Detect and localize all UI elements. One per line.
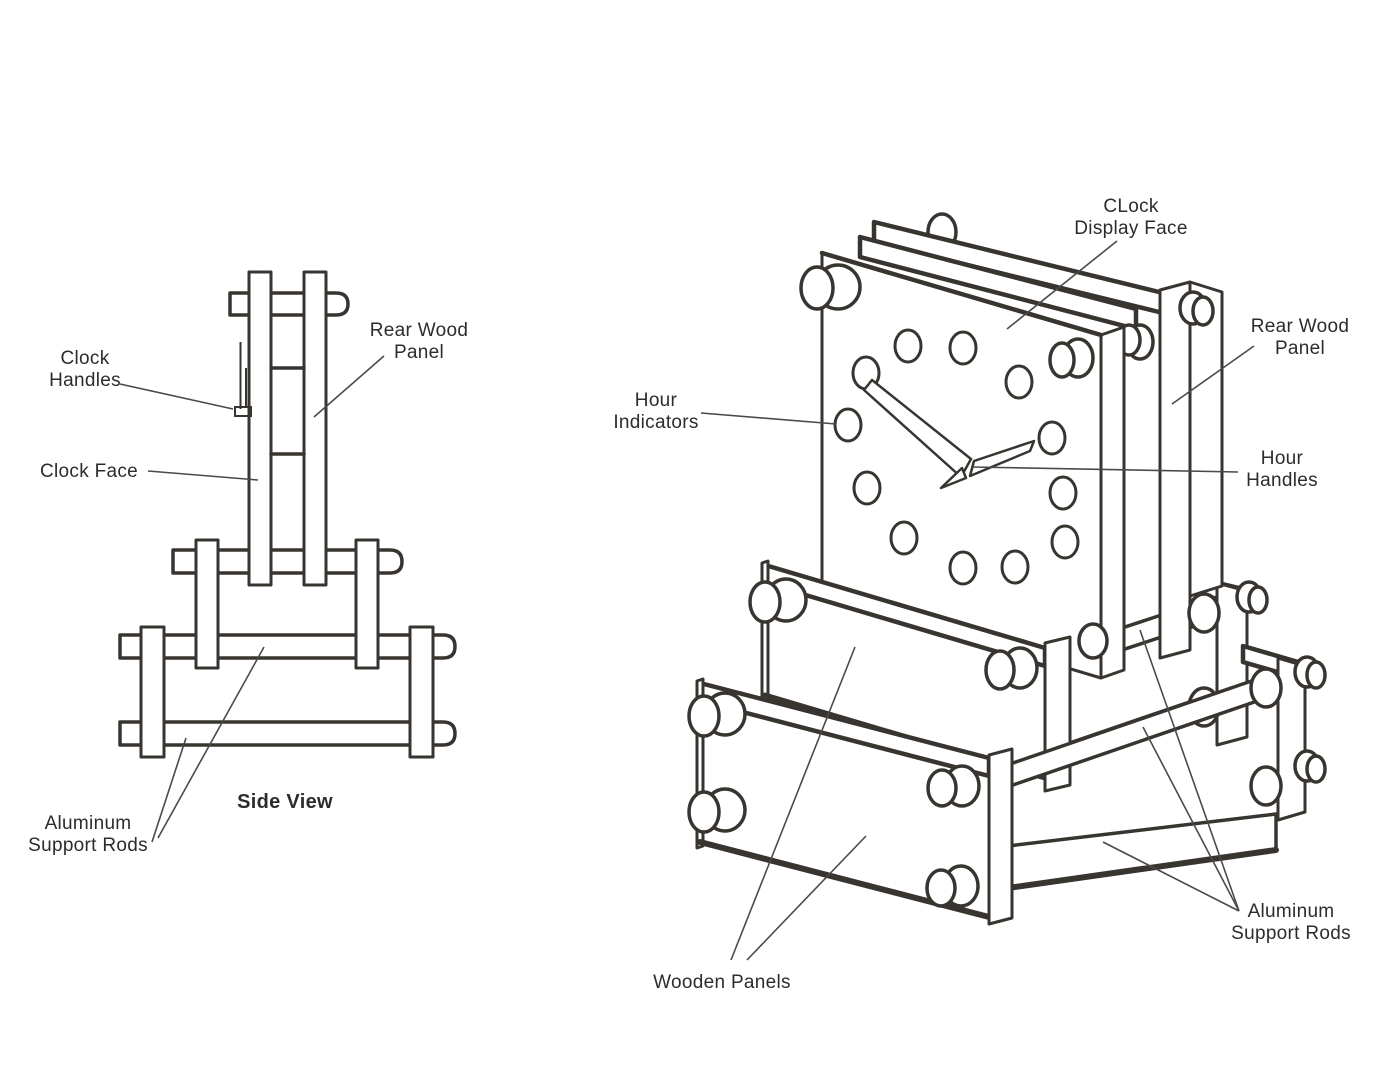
bottom-rod-2 — [118, 720, 457, 747]
label-hour-handles-line2: Handles — [1246, 470, 1318, 491]
label-display-face-line1: CLock — [1103, 196, 1159, 217]
rod-end-hump — [1187, 592, 1221, 634]
label-wooden-panels: Wooden Panels — [622, 972, 822, 994]
label-aluminum-side-line2: Support Rods — [28, 835, 148, 856]
label-rear-wood-panel-side-line1: Rear Wood — [369, 320, 469, 341]
lower-tier-front-panel — [687, 677, 1014, 926]
side-view-drawing — [118, 270, 457, 759]
face-right-rod-cap — [1048, 337, 1095, 379]
label-aluminum-side-line1: Aluminum — [44, 813, 132, 834]
label-hour-indicators-line1: Hour — [634, 390, 678, 411]
leader-wooden-panels-2 — [746, 835, 867, 961]
label-rear-wood-panel-side-line2: Panel — [393, 342, 445, 363]
label-clock-face-line1: Clock Face — [39, 461, 139, 482]
leader-hour-indicators — [700, 412, 837, 425]
leader-aluminum-3d-1 — [1139, 629, 1240, 912]
lower-rear-rod-caps — [1249, 655, 1327, 807]
hour-indicators — [833, 328, 1080, 586]
leader-rear-wood-side — [313, 355, 385, 418]
leader-clock-handles — [119, 383, 234, 410]
label-rear-wood-panel-3d: Rear Wood Panel — [1225, 316, 1375, 360]
leader-rear-wood-3d — [1171, 345, 1255, 405]
leader-aluminum-3d-2 — [1142, 726, 1240, 912]
bottom-post-left — [139, 625, 166, 759]
leader-clock-face — [147, 470, 259, 481]
rear-panel-bar — [302, 270, 328, 587]
leader-aluminum-3d-3 — [1102, 841, 1240, 912]
leader-wooden-panels-1 — [730, 646, 856, 961]
side-view-title-text: Side View — [237, 791, 333, 813]
label-hour-indicators-line2: Indicators — [613, 412, 699, 433]
label-hour-indicators: Hour Indicators — [586, 390, 726, 434]
label-display-face-line2: Display Face — [1074, 218, 1188, 239]
clock-handles-detail — [234, 342, 252, 417]
leader-aluminum-side-1 — [151, 737, 187, 843]
label-rear-wood-panel-3d-line1: Rear Wood — [1250, 316, 1350, 337]
label-wooden-panels-line1: Wooden Panels — [653, 972, 791, 993]
mid-post-right — [354, 538, 380, 670]
bottom-rod-1 — [118, 633, 457, 660]
label-clock-handles-line1: Clock — [60, 348, 110, 369]
leader-hour-handles — [972, 466, 1239, 473]
label-clock-handles-line2: Handles — [49, 370, 121, 391]
isometric-drawing — [687, 212, 1327, 926]
label-rear-wood-panel-3d-line2: Panel — [1274, 338, 1326, 359]
label-hour-handles-line1: Hour — [1260, 448, 1304, 469]
side-view-title: Side View — [205, 791, 365, 813]
top-left-rod-cap — [799, 263, 862, 311]
label-aluminum-support-rods-side: Aluminum Support Rods — [13, 813, 163, 857]
rear-wood-panel-3d — [857, 219, 1224, 660]
leader-lines — [119, 240, 1255, 961]
label-clock-face: Clock Face — [19, 461, 159, 483]
label-aluminum-3d-line2: Support Rods — [1231, 923, 1351, 944]
label-clock-handles: Clock Handles — [25, 348, 145, 392]
clock-display-face — [819, 250, 1126, 680]
label-aluminum-3d-line1: Aluminum — [1247, 901, 1335, 922]
label-clock-display-face: CLock Display Face — [1051, 196, 1211, 240]
mid-post-left — [194, 538, 220, 670]
bottom-post-right — [408, 625, 435, 759]
label-rear-wood-panel-side: Rear Wood Panel — [349, 320, 489, 364]
mid-rod — [171, 548, 404, 575]
label-aluminum-support-rods-3d: Aluminum Support Rods — [1211, 901, 1371, 945]
leader-display-face — [1006, 240, 1118, 330]
label-hour-handles: Hour Handles — [1212, 448, 1352, 492]
leader-aluminum-side-2 — [157, 646, 265, 839]
clock-face-bar — [247, 270, 273, 587]
